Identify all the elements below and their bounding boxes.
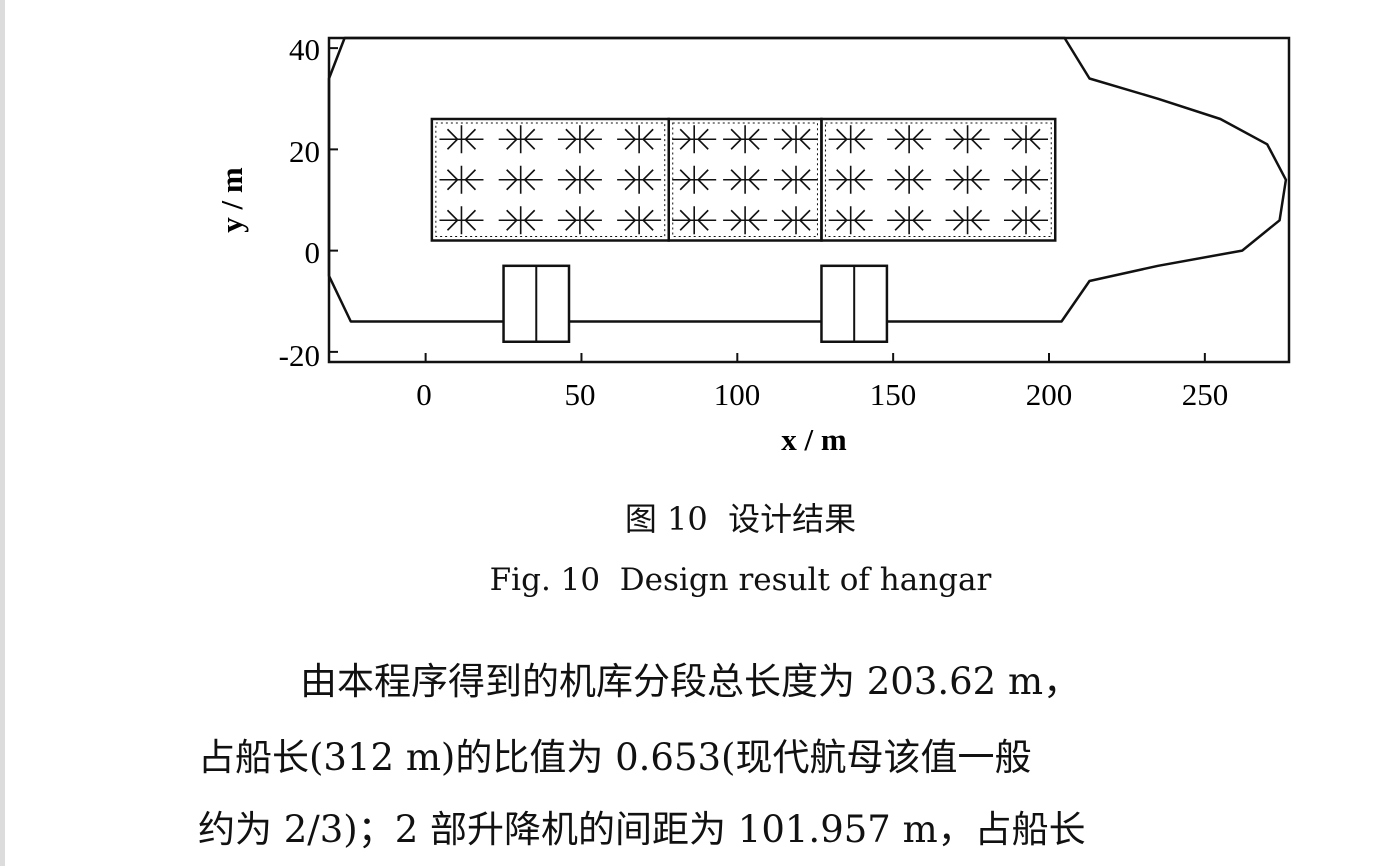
aircraft-icon	[1004, 165, 1049, 194]
plot-frame	[327, 36, 1291, 364]
aircraft-icon	[617, 206, 662, 235]
aircraft-icon	[557, 206, 602, 235]
x-tick-label: 250	[1182, 377, 1229, 412]
body-text-line: 占船长(312 m)的比值为 0.653(现代航母该值一般	[198, 736, 1032, 779]
x-tick-label: 100	[714, 377, 761, 412]
aircraft-icon	[439, 206, 484, 235]
aircraft-icon	[774, 206, 819, 235]
aircraft-icon	[945, 125, 990, 154]
x-tick-label: 0	[416, 377, 432, 412]
hull-outline	[327, 36, 1288, 323]
aircraft-icon	[498, 125, 543, 154]
aircraft-icon	[828, 125, 873, 154]
x-tick-label: 200	[1026, 377, 1073, 412]
aircraft-icon	[439, 165, 484, 194]
aircraft-icon	[617, 165, 662, 194]
aircraft-icon	[828, 206, 873, 235]
aircraft-icon	[774, 125, 819, 154]
figure-caption-en: Fig. 10 Design result of hangar	[489, 562, 992, 598]
y-tick-label: -20	[279, 338, 320, 373]
x-tick-label: 150	[870, 377, 917, 412]
x-tick-label: 50	[565, 377, 596, 412]
aircraft-icon	[672, 125, 717, 154]
aircraft-icon	[1004, 125, 1049, 154]
aircraft-icon	[498, 165, 543, 194]
aircraft-icon	[557, 165, 602, 194]
aircraft-icon	[557, 125, 602, 154]
y-tick-label: 0	[305, 235, 321, 270]
y-axis-label: y / m	[214, 167, 249, 233]
y-tick-label: 40	[289, 32, 320, 67]
aircraft-icon	[887, 125, 932, 154]
aircraft-icon	[723, 125, 768, 154]
body-text-line: 由本程序得到的机库分段总长度为 203.62 m，	[300, 660, 1081, 703]
y-tick-label: 20	[289, 134, 320, 169]
page-edge	[0, 0, 5, 866]
figure-caption-cn: 图 10 设计结果	[624, 500, 857, 538]
aircraft-icon	[1004, 206, 1049, 235]
aircraft-icon	[945, 206, 990, 235]
aircraft-icon	[498, 206, 543, 235]
x-axis-label: x / m	[781, 422, 847, 457]
aircraft-icon	[723, 165, 768, 194]
hangar-segment	[820, 117, 1057, 242]
aircraft-icon	[828, 165, 873, 194]
aircraft-icon	[439, 125, 484, 154]
hangar-segment-inner	[435, 122, 666, 237]
aircraft-icon	[887, 206, 932, 235]
aircraft-icon	[617, 125, 662, 154]
body-text-line: 约为 2/3)；2 部升降机的间距为 101.957 m，占船长	[198, 808, 1086, 851]
aircraft-icon	[723, 206, 768, 235]
hangar-layout-figure: 40 20 0 -20 0 50 100 150 200 250 x / m y…	[214, 32, 1291, 457]
aircraft-icon	[945, 165, 990, 194]
aircraft-icon	[672, 165, 717, 194]
plot-area	[327, 36, 1291, 364]
aircraft-icon	[774, 165, 819, 194]
hangar-segment-inner	[824, 122, 1052, 237]
aircraft-icon	[887, 165, 932, 194]
aircraft-icon	[672, 206, 717, 235]
